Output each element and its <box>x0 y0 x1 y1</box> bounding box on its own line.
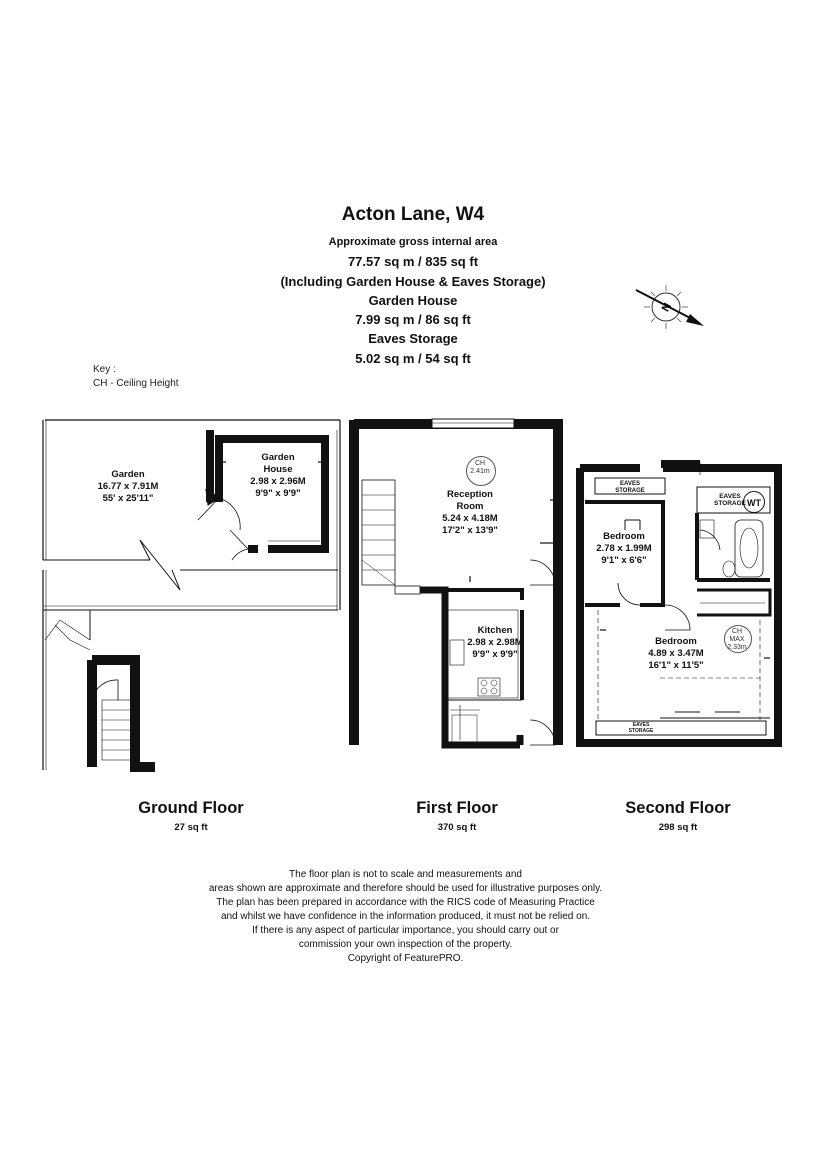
ground-floor-area: 27 sq ft <box>174 822 208 833</box>
key-title: Key : <box>93 364 116 375</box>
eaves-tr-line2: STORAGE <box>713 500 747 507</box>
room-kitchen-name: Kitchen <box>477 625 513 636</box>
ch-bedroom-max: MAX <box>729 636 745 643</box>
ground-floor-title: Ground Floor 27 sq ft <box>111 799 271 833</box>
eaves-tr-line1: EAVES <box>719 493 741 500</box>
first-floor-area: 370 sq ft <box>437 822 477 833</box>
disclaimer-line: commission your own inspection of the pr… <box>298 939 513 950</box>
ch-reception-value: 2.41m <box>470 468 490 475</box>
disclaimer-line: areas shown are approximate and therefor… <box>208 883 603 894</box>
ch-reception-label: CH <box>474 460 486 467</box>
room-reception-name2: Room <box>456 501 484 512</box>
first-floor-plan <box>349 418 563 749</box>
room-garden-house-metric: 2.98 x 2.96M <box>250 476 306 487</box>
ch-bedroom-label: CH <box>731 628 743 635</box>
room-bedroom-small-imperial: 9'1" x 6'6" <box>601 555 647 566</box>
ch-bedroom-value: 2.33m <box>727 644 747 651</box>
first-floor-title: First Floor 370 sq ft <box>377 799 537 833</box>
disclaimer-line: The plan has been prepared in accordance… <box>216 897 595 908</box>
room-garden-house-name2: House <box>263 464 293 475</box>
room-bedroom-small-metric: 2.78 x 1.99M <box>596 543 652 554</box>
ceiling-height-circle-bedroom <box>724 625 752 653</box>
room-bedroom-large: Bedroom 4.89 x 3.47M 16'1" x 11'5" <box>636 636 716 672</box>
copyright: Copyright of FeaturePRO. <box>347 953 464 964</box>
eaves-storage-area: 5.02 sq m / 54 sq ft <box>355 351 471 366</box>
area-caption: Approximate gross internal area <box>328 236 498 248</box>
room-reception-name1: Reception <box>447 489 493 500</box>
eaves-storage-label-top-right: EAVES STORAGE <box>712 493 748 507</box>
room-reception-metric: 5.24 x 4.18M <box>442 513 498 524</box>
room-reception: Reception Room 5.24 x 4.18M 17'2" x 13'9… <box>420 489 520 537</box>
eaves-storage-label-bottom: EAVES STORAGE <box>616 722 666 734</box>
disclaimer-line: and whilst we have confidence in the inf… <box>220 911 591 922</box>
second-floor-title: Second Floor 298 sq ft <box>598 799 758 833</box>
ground-floor-plan <box>42 419 341 772</box>
second-floor-area: 298 sq ft <box>658 822 698 833</box>
ceiling-height-circle-reception <box>466 456 496 486</box>
eaves-b-line1: EAVES <box>632 722 650 728</box>
room-garden: Garden 16.77 x 7.91M 55' x 25'11" <box>78 469 178 505</box>
room-garden-house-imperial: 9'9" x 9'9" <box>255 488 301 499</box>
eaves-storage-label-top-left: EAVES STORAGE <box>605 481 655 495</box>
room-bedroom-large-imperial: 16'1" x 11'5" <box>648 660 704 671</box>
room-garden-house: Garden House 2.98 x 2.96M 9'9" x 9'9" <box>238 452 318 500</box>
room-kitchen-metric: 2.98 x 2.98M <box>467 637 523 648</box>
room-garden-house-name1: Garden <box>261 452 295 463</box>
ch-bedroom: CH MAX 2.33m <box>721 628 753 652</box>
room-bedroom-small: Bedroom 2.78 x 1.99M 9'1" x 6'6" <box>584 531 664 567</box>
room-kitchen: Kitchen 2.98 x 2.98M 9'9" x 9'9" <box>455 625 535 661</box>
second-floor-plan <box>576 460 782 747</box>
disclaimer-line: The floor plan is not to scale and measu… <box>289 869 522 880</box>
room-reception-imperial: 17'2" x 13'9" <box>442 525 498 536</box>
room-garden-metric: 16.77 x 7.91M <box>97 481 159 492</box>
room-bedroom-large-metric: 4.89 x 3.47M <box>648 648 704 659</box>
second-floor-name: Second Floor <box>625 799 731 817</box>
first-floor-name: First Floor <box>416 799 498 817</box>
eaves-storage-heading: Eaves Storage <box>368 331 458 346</box>
eaves-b-line2: STORAGE <box>628 728 654 734</box>
disclaimer-line: If there is any aspect of particular imp… <box>252 925 559 936</box>
total-area: 77.57 sq m / 835 sq ft <box>347 254 479 269</box>
room-kitchen-imperial: 9'9" x 9'9" <box>472 649 518 660</box>
ground-floor-name: Ground Floor <box>138 799 244 817</box>
garden-house-heading: Garden House <box>368 293 458 308</box>
room-garden-name: Garden <box>111 469 145 480</box>
ch-reception: CH 2.41m <box>464 460 496 476</box>
disclaimer: The floor plan is not to scale and measu… <box>0 868 811 966</box>
room-garden-imperial: 55' x 25'11" <box>102 493 154 504</box>
eaves-tl-line2: STORAGE <box>615 488 645 494</box>
compass-north-icon: N <box>635 285 704 329</box>
area-note: (Including Garden House & Eaves Storage) <box>280 274 546 289</box>
garden-house-area: 7.99 sq m / 86 sq ft <box>355 312 471 327</box>
page-title: Acton Lane, W4 <box>341 204 485 225</box>
room-bedroom-large-name: Bedroom <box>655 636 697 647</box>
eaves-tl-line1: EAVES <box>620 481 640 487</box>
water-tank-label: WT <box>743 491 765 513</box>
key-ceiling-height: CH - Ceiling Height <box>93 378 179 389</box>
room-bedroom-small-name: Bedroom <box>603 531 645 542</box>
